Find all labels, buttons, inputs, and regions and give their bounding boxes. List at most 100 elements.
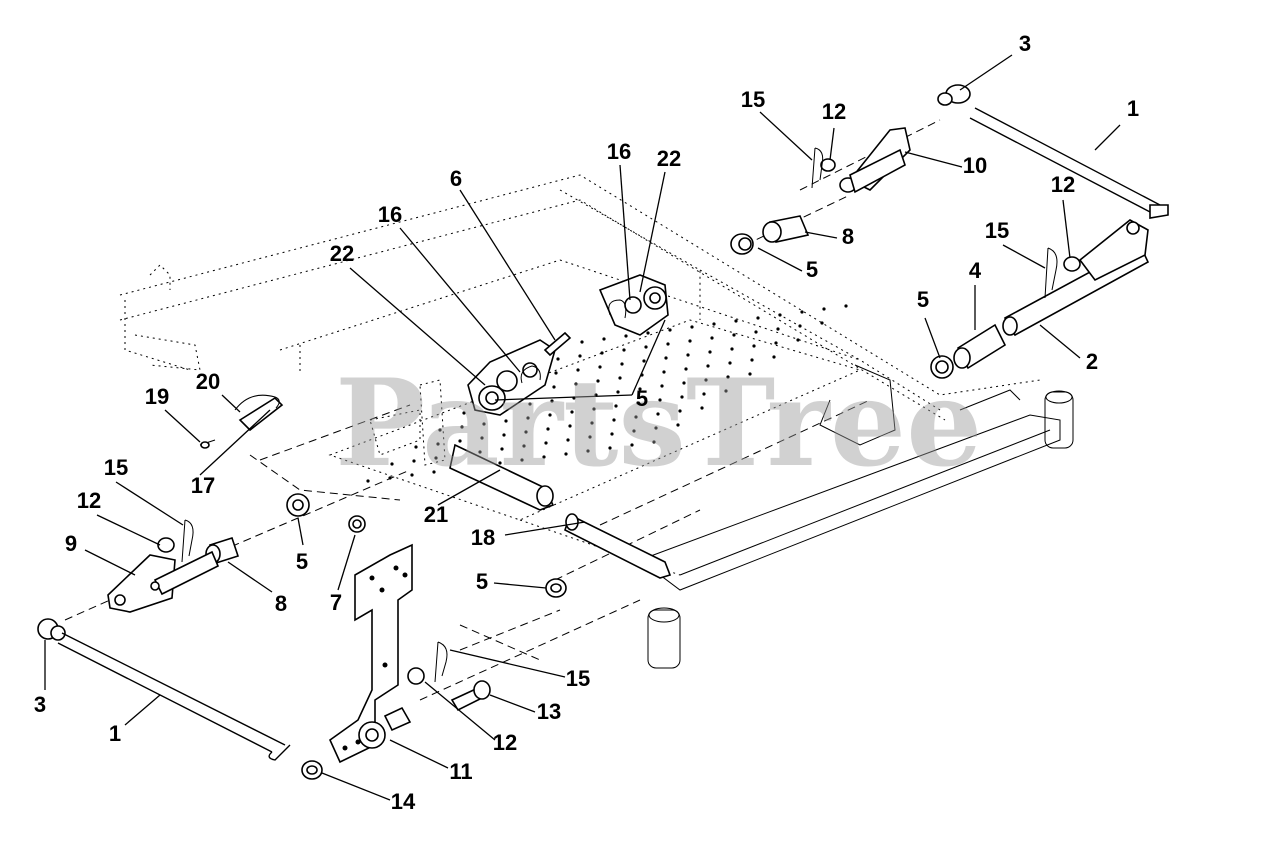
deck-hole <box>680 395 684 399</box>
deck-hole <box>708 350 712 354</box>
deck-hole <box>752 344 756 348</box>
deck-hole <box>498 461 502 465</box>
deck-hole <box>796 338 800 342</box>
callout-1: 1 <box>1127 96 1139 121</box>
callout-labels: 1123345555567889101112121212131415151515… <box>34 31 1139 814</box>
deck-hole <box>710 336 714 340</box>
deck-hole <box>774 341 778 345</box>
callout-11: 11 <box>449 759 472 784</box>
callout-5: 5 <box>636 386 648 411</box>
deck-hole <box>732 333 736 337</box>
deck-hole <box>728 361 732 365</box>
callout-19: 19 <box>145 384 169 409</box>
deck-hole <box>552 385 556 389</box>
deck-hole <box>630 443 634 447</box>
deck-hole <box>678 409 682 413</box>
deck-hole <box>800 310 804 314</box>
callout-12: 12 <box>77 488 101 513</box>
callout-4: 4 <box>969 258 982 283</box>
deck-hole <box>700 406 704 410</box>
deck-hole <box>366 479 370 483</box>
callout-10: 10 <box>963 153 987 178</box>
deck-hole <box>596 379 600 383</box>
deck-hole <box>566 438 570 442</box>
deck-hole <box>748 372 752 376</box>
assembly-lines <box>64 119 941 701</box>
deck-hole <box>684 367 688 371</box>
deck-hole <box>528 402 532 406</box>
deck-hole <box>704 378 708 382</box>
deck-hole <box>564 452 568 456</box>
center-pivot-assembly <box>449 274 672 579</box>
deck-hole <box>544 441 548 445</box>
deck-hole <box>542 455 546 459</box>
deck-hole <box>414 445 418 449</box>
deck-hole <box>390 462 394 466</box>
deck-hole <box>554 371 558 375</box>
callout-22: 22 <box>330 241 354 266</box>
deck-hole <box>556 357 560 361</box>
right-lift-assembly <box>730 84 1169 379</box>
deck-hole <box>662 370 666 374</box>
deck-hole <box>634 415 638 419</box>
callout-18: 18 <box>471 525 495 550</box>
deck-hole <box>618 376 622 380</box>
deck-hole <box>610 432 614 436</box>
deck-hole <box>614 404 618 408</box>
deck-hole <box>776 327 780 331</box>
deck-hole <box>772 355 776 359</box>
deck-hole <box>576 368 580 372</box>
callout-8: 8 <box>842 224 854 249</box>
callout-21: 21 <box>424 502 448 527</box>
deck-hole <box>598 365 602 369</box>
deck-hole <box>712 322 716 326</box>
callout-15: 15 <box>741 87 765 112</box>
deck-hole-grid <box>366 304 848 483</box>
deck-hole <box>820 321 824 325</box>
deck-hole <box>478 450 482 454</box>
deck-hole <box>504 419 508 423</box>
deck-hole <box>432 470 436 474</box>
deck-hole <box>656 412 660 416</box>
callout-7: 7 <box>330 590 342 615</box>
deck-hole <box>588 435 592 439</box>
deck-hole <box>616 390 620 394</box>
callout-3: 3 <box>1019 31 1031 56</box>
callout-5: 5 <box>296 549 308 574</box>
deck-hole <box>600 351 604 355</box>
deck-hole <box>568 424 572 428</box>
callout-5: 5 <box>476 569 488 594</box>
callout-8: 8 <box>275 591 287 616</box>
deck-hole <box>844 304 848 308</box>
deck-hole <box>632 429 636 433</box>
deck-hole <box>798 324 802 328</box>
deck-hole <box>522 444 526 448</box>
deck-hole <box>666 342 670 346</box>
deck-hole <box>646 331 650 335</box>
deck-hole <box>730 347 734 351</box>
deck-hole <box>756 316 760 320</box>
deck-hole <box>706 364 710 368</box>
deck-hole <box>608 446 612 450</box>
deck-hole <box>434 456 438 460</box>
deck-hole <box>622 348 626 352</box>
callout-20: 20 <box>196 369 220 394</box>
deck-hole <box>592 407 596 411</box>
deck-hole <box>652 440 656 444</box>
deck-hole <box>638 387 642 391</box>
deck-hole <box>822 307 826 311</box>
deck-hole <box>436 442 440 446</box>
callout-13: 13 <box>537 699 561 724</box>
callout-12: 12 <box>822 99 846 124</box>
deck-hole <box>624 334 628 338</box>
chassis-frame <box>119 174 1074 669</box>
callout-16: 16 <box>607 139 631 164</box>
deck-hole <box>726 375 730 379</box>
deck-hole <box>750 358 754 362</box>
deck-hole <box>586 449 590 453</box>
callout-17: 17 <box>191 473 215 498</box>
deck-hole <box>546 427 550 431</box>
deck-hole <box>500 447 504 451</box>
deck-hole <box>502 433 506 437</box>
